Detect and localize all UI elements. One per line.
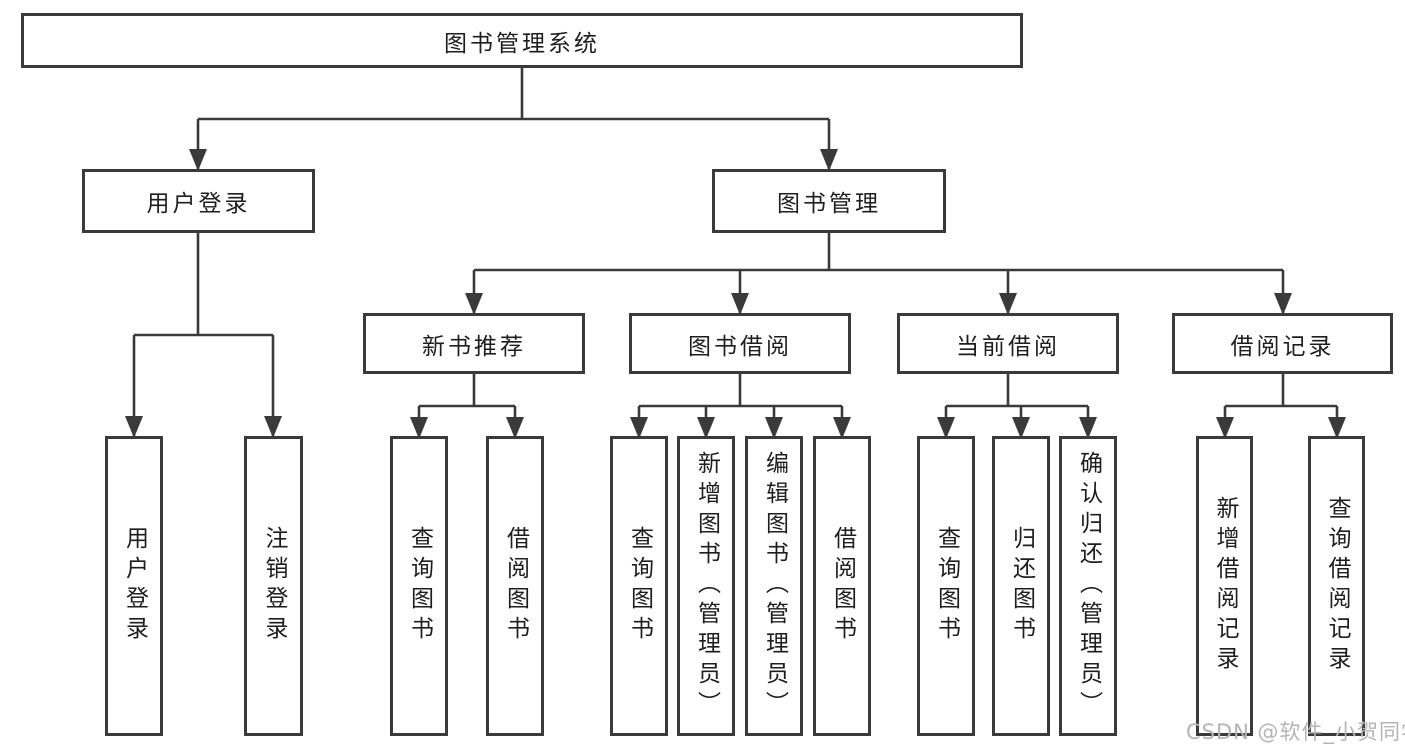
leaf-borrow-books-1: 借阅图书 <box>486 436 544 736</box>
leaf-confirm-return-admin: 确认归还（管理员） <box>1059 436 1117 736</box>
node-new-book-rec: 新书推荐 <box>363 313 585 374</box>
leaf-query-books-2: 查询图书 <box>610 436 668 736</box>
node-current-borrow: 当前借阅 <box>897 313 1119 374</box>
leaf-return-book: 归还图书 <box>992 436 1050 736</box>
node-book-borrow: 图书借阅 <box>629 313 851 374</box>
leaf-query-borrow-record: 查询借阅记录 <box>1308 436 1365 736</box>
leaf-logout: 注销登录 <box>244 436 303 736</box>
connector-current-borrow <box>946 374 1088 408</box>
connector-book-mgmt <box>474 233 1283 272</box>
leaf-edit-book-admin: 编辑图书（管理员） <box>745 436 803 736</box>
node-user-login: 用户登录 <box>82 169 315 233</box>
connector-root <box>198 68 829 121</box>
leaf-user-login: 用户登录 <box>105 436 163 736</box>
connector-user-login <box>134 233 273 337</box>
node-book-mgmt: 图书管理 <box>712 169 946 233</box>
connector-borrow-records <box>1225 374 1337 408</box>
connector-new-book <box>419 374 515 408</box>
leaf-query-books-1: 查询图书 <box>390 436 448 736</box>
leaf-borrow-books-2: 借阅图书 <box>813 436 871 736</box>
node-system-root: 图书管理系统 <box>21 13 1023 68</box>
leaf-add-book-admin: 新增图书（管理员） <box>677 436 735 736</box>
node-borrow-records: 借阅记录 <box>1172 313 1393 374</box>
leaf-query-books-3: 查询图书 <box>917 436 975 736</box>
leaf-add-borrow-record: 新增借阅记录 <box>1196 436 1253 736</box>
connector-book-borrow <box>639 374 842 408</box>
watermark: CSDN @软件_小贺同学 <box>1186 720 1405 744</box>
